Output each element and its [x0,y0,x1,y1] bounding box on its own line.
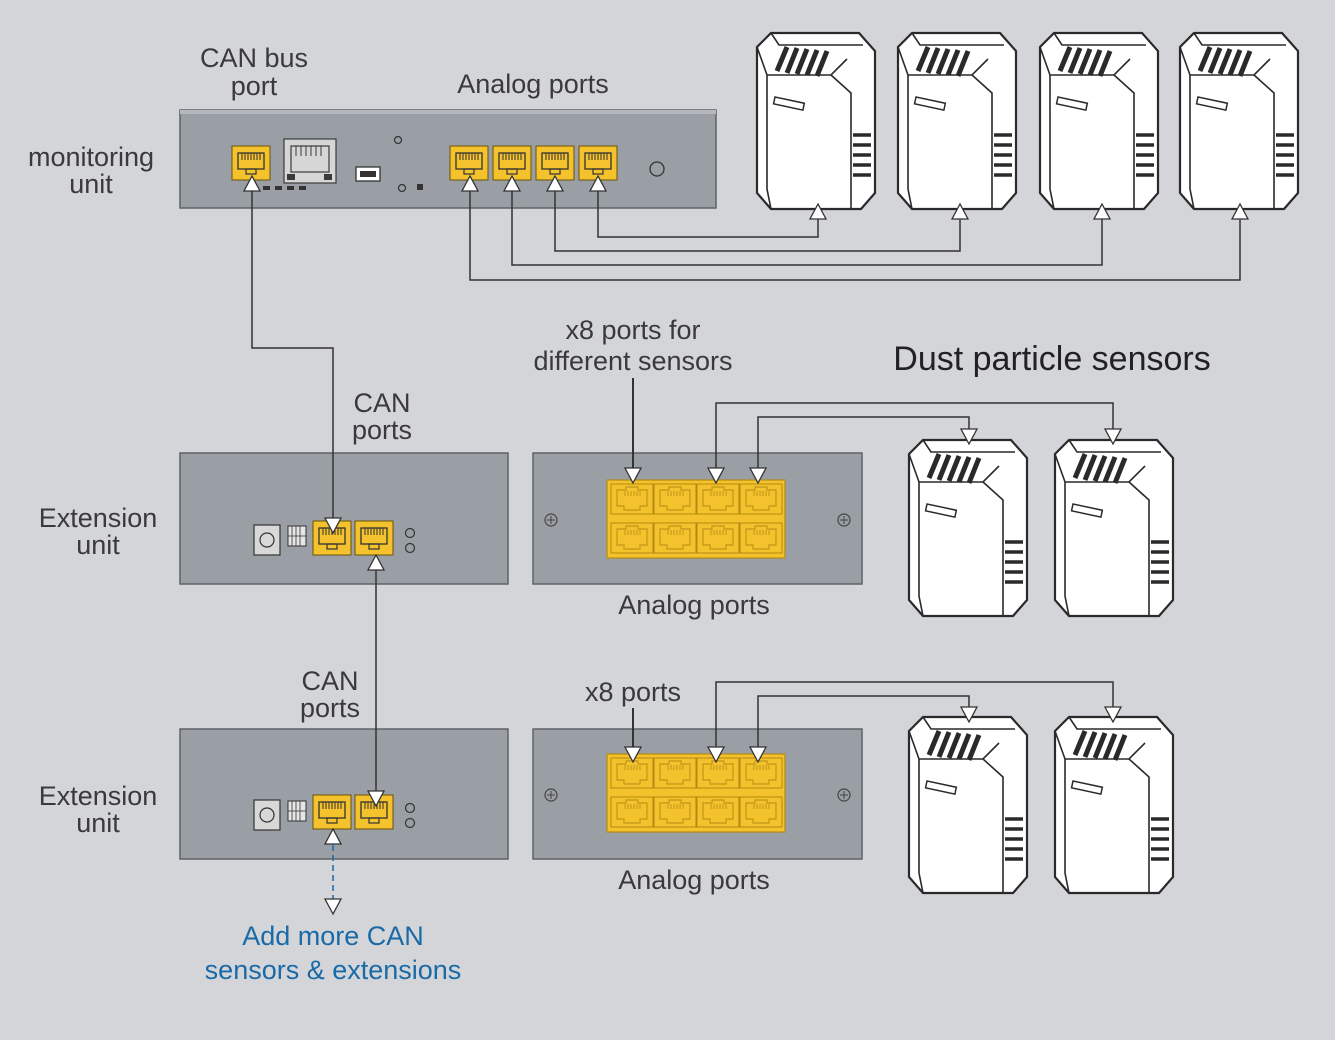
analog-port-icon [653,796,697,828]
add-more-label: sensors & extensions [205,955,462,985]
analog-port-icon [610,757,654,789]
extension-unit-1-device [179,452,509,585]
analog-port-icon [610,483,654,515]
sensor-icon [898,33,1016,209]
sensor-icon [909,440,1027,616]
analog-port-icon [739,483,783,515]
indicator-icon [404,802,416,814]
analog-port-icon [739,757,783,789]
connection-lines [251,183,1241,800]
analog-ports-label: Analog ports [618,865,770,895]
indicator-icon [404,817,416,829]
power-jack-icon [253,799,281,831]
extension-unit-label: unit [76,530,120,560]
indicator-icon [417,184,423,190]
reset-button-icon [649,161,665,177]
usb-port-icon [355,166,381,182]
monitoring-unit-label: unit [69,169,113,199]
indicator-icon [404,542,416,554]
analog-ports-label: Analog ports [618,590,770,620]
x8-ports-label: x8 ports [585,677,681,707]
analog-port-icon [739,796,783,828]
extension-unit-label: unit [76,808,120,838]
power-jack-icon [253,524,281,556]
dust-particle-sensors-title: Dust particle sensors [893,340,1210,378]
can-bus-port-label: port [231,71,278,101]
x8-ports-label: different sensors [533,346,732,376]
can-bus-port-label: CAN bus [200,43,308,73]
analog-port-icon [653,483,697,515]
analog-port-icon [449,145,489,181]
analog-port-icon [610,522,654,554]
analog-port-icon [696,522,740,554]
sensor-icon [1055,717,1173,893]
analog-port-icon [696,483,740,515]
extension-unit-label: Extension [39,781,158,811]
can-ports-label: ports [300,693,360,723]
indicator-icon [393,135,403,145]
extension-unit-label: Extension [39,503,158,533]
status-leds [263,186,306,190]
can-bus-port-icon [231,145,271,181]
sensor-icon [757,33,875,209]
analog-port-icon [696,796,740,828]
analog-port-icon [739,522,783,554]
can-ports-label: CAN [301,666,358,696]
analog-port-icon [653,757,697,789]
dip-switch-icon [287,800,307,822]
sensor-icon [1040,33,1158,209]
indicator-icon [397,183,407,193]
dip-switch-icon [287,525,307,547]
add-more-label: Add more CAN [242,921,424,951]
monitoring-unit-label: monitoring [28,142,154,172]
sensor-icon [1180,33,1298,209]
ethernet-port-icon [283,138,337,184]
analog-port-icon [653,522,697,554]
can-ports-label: CAN [353,388,410,418]
extension-unit-2-device [179,728,509,860]
can-port-icon [354,520,394,556]
x8-ports-label: x8 ports for [565,315,700,345]
analog-port-icon [696,757,740,789]
analog-port-icon [610,796,654,828]
indicator-icon [404,527,416,539]
can-ports-label: ports [352,415,412,445]
sensor-icon [1055,440,1173,616]
sensor-icon [909,717,1027,893]
can-port-icon [312,794,352,830]
analog-ports-label: Analog ports [457,69,609,99]
